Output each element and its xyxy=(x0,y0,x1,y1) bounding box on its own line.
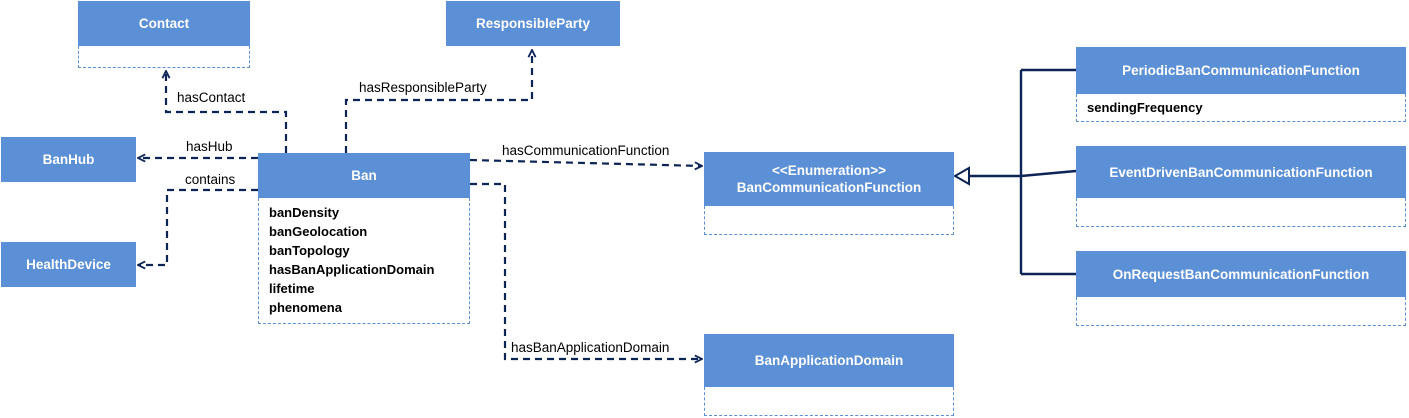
edge-has-communication-function xyxy=(469,158,702,166)
class-contact-name: Contact xyxy=(138,16,190,31)
class-on-request-header[interactable]: OnRequestBanCommunicationFunction xyxy=(1076,251,1406,297)
class-ban-name: Ban xyxy=(351,168,377,183)
attr-ban-density: banDensity xyxy=(269,205,340,220)
class-ban-header[interactable]: Ban xyxy=(258,153,470,198)
class-health-device-name: HealthDevice xyxy=(26,257,111,272)
class-periodic-attributes: sendingFrequency xyxy=(1076,94,1406,122)
edge-has-ban-application-domain xyxy=(470,182,702,359)
class-on-request-name: OnRequestBanCommunicationFunction xyxy=(1112,266,1370,282)
class-event-driven-header[interactable]: EventDrivenBanCommunicationFunction xyxy=(1076,146,1406,198)
label-has-hub: hasHub xyxy=(185,139,234,155)
attr-lifetime: lifetime xyxy=(269,281,315,296)
class-ban-app-domain-body xyxy=(704,387,954,416)
class-event-driven-name: EventDrivenBanCommunicationFunction xyxy=(1109,164,1373,180)
class-responsible-party-name: ResponsibleParty xyxy=(475,16,591,31)
edge-generalization-event-driven xyxy=(1020,169,1077,178)
class-ban-comm-function-body xyxy=(704,206,954,235)
class-on-request-body xyxy=(1076,297,1406,326)
attr-phenomena: phenomena xyxy=(269,300,342,315)
class-ban-comm-function-stereotype: <<Enumeration>> xyxy=(771,163,887,178)
label-has-ban-application-domain: hasBanApplicationDomain xyxy=(510,340,671,356)
class-contact-header[interactable]: Contact xyxy=(78,1,250,46)
class-contact-body xyxy=(78,46,250,68)
label-has-communication-function: hasCommunicationFunction xyxy=(501,143,671,159)
class-event-driven-body xyxy=(1076,198,1406,227)
edge-contains xyxy=(138,188,258,265)
class-ban-attributes: banDensity banGeolocation banTopology ha… xyxy=(258,198,470,324)
class-health-device-header[interactable]: HealthDevice xyxy=(1,242,136,287)
generalization-triangle xyxy=(952,166,970,186)
class-ban-app-domain-name: BanApplicationDomain xyxy=(754,353,904,368)
class-responsible-party-header[interactable]: ResponsibleParty xyxy=(446,1,620,46)
label-has-responsible-party: hasResponsibleParty xyxy=(358,80,488,96)
label-has-contact: hasContact xyxy=(176,90,247,106)
edge-has-contact xyxy=(166,71,288,153)
class-ban-hub-header[interactable]: BanHub xyxy=(1,137,136,182)
class-periodic-header[interactable]: PeriodicBanCommunicationFunction xyxy=(1076,47,1406,94)
edge-has-responsible-party xyxy=(344,50,532,153)
label-contains: contains xyxy=(184,172,237,188)
attr-sending-frequency: sendingFrequency xyxy=(1087,100,1203,115)
attr-has-ban-application-domain: hasBanApplicationDomain xyxy=(269,262,435,277)
attr-ban-topology: banTopology xyxy=(269,243,350,258)
class-ban-comm-function-name: BanCommunicationFunction xyxy=(736,180,922,195)
class-ban-hub-name: BanHub xyxy=(42,152,95,167)
class-periodic-name: PeriodicBanCommunicationFunction xyxy=(1122,63,1360,78)
attr-ban-geolocation: banGeolocation xyxy=(269,224,368,239)
class-ban-app-domain-header[interactable]: BanApplicationDomain xyxy=(704,334,954,387)
class-ban-comm-function-header[interactable]: <<Enumeration>> BanCommunicationFunction xyxy=(704,152,954,206)
